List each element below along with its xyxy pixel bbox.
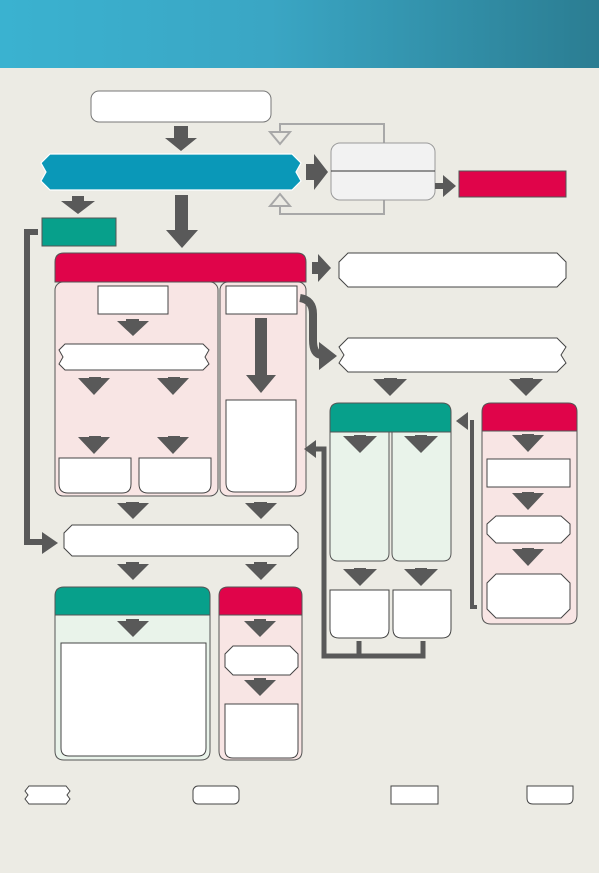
exit-box	[458, 170, 567, 198]
left-long-connector-head	[42, 532, 58, 554]
side-panel	[330, 142, 436, 201]
red-loop-head	[456, 412, 468, 430]
curved-connector-head	[319, 342, 337, 370]
arrow-start-to-main	[165, 126, 197, 151]
arrow-main-to-left-label	[61, 196, 95, 214]
main-decision	[40, 153, 302, 191]
bottom-red-group	[218, 586, 303, 761]
green-group	[329, 402, 452, 639]
right-mid-box	[338, 337, 567, 373]
rect-box-icon	[390, 785, 439, 805]
green-loop-head	[304, 440, 316, 458]
red-group	[481, 402, 578, 625]
curved-connector	[299, 294, 323, 359]
header-banner	[0, 0, 599, 68]
merge-box	[63, 524, 299, 557]
arrow-left-group-to-merge-2	[245, 502, 277, 519]
arrow-side-to-exit	[435, 175, 456, 197]
arrow-to-green-group	[373, 378, 407, 396]
outcome-box-icon	[526, 785, 574, 805]
arrow-merge-to-bottom-red	[245, 562, 277, 580]
arrow-main-to-left-group	[166, 195, 198, 248]
arrow-to-right-top-box	[312, 254, 331, 282]
left-label	[41, 217, 117, 247]
right-top-box	[338, 252, 567, 288]
start-box	[90, 90, 272, 123]
left-long-connector	[24, 229, 44, 545]
rounded-box-icon	[192, 785, 240, 805]
left-group	[54, 252, 307, 497]
feedback-connectors	[267, 123, 385, 215]
arrow-left-group-to-merge	[117, 502, 149, 519]
red-loop-connector	[470, 420, 477, 609]
legend	[24, 785, 574, 805]
green-loop-connector	[310, 446, 426, 659]
arrow-main-to-side-panel	[306, 154, 328, 190]
decision-icon	[24, 785, 71, 805]
bottom-green-group	[54, 586, 211, 761]
arrow-to-red-group	[509, 378, 543, 396]
arrow-merge-to-bottom-green	[117, 562, 149, 580]
